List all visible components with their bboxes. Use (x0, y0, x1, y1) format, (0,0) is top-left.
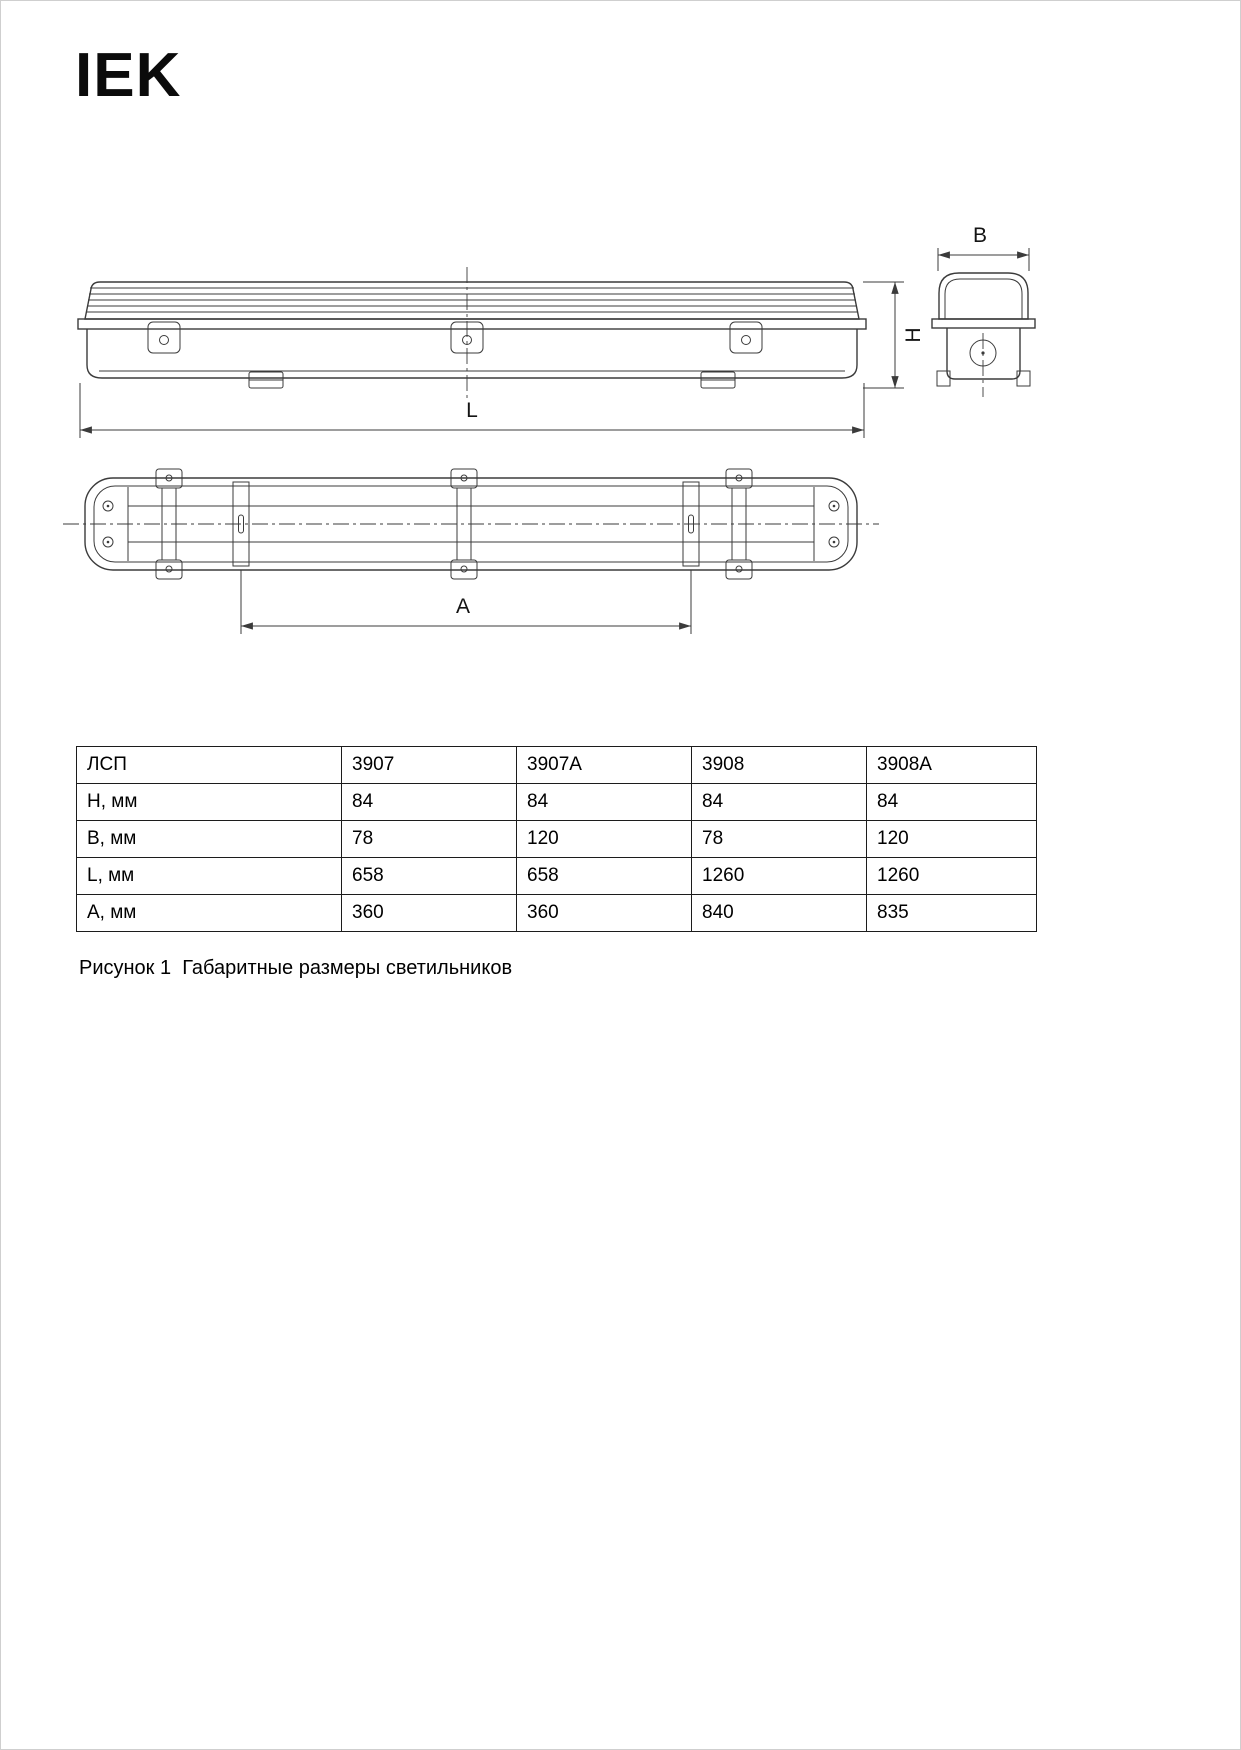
dim-label-A: A (456, 595, 470, 618)
table-cell: 835 (866, 894, 1037, 932)
table-cell: 84 (516, 783, 692, 821)
end-foot (1016, 370, 1031, 387)
end-view-drawing (931, 272, 1036, 397)
dim-label-L: L (466, 399, 478, 422)
side-clip (729, 321, 763, 354)
table-cell: 84 (341, 783, 517, 821)
dim-label-H: H (902, 327, 925, 342)
figure-drawing: B H L A (63, 224, 1036, 634)
table-cell: H, мм (76, 783, 342, 821)
table-cell: 3908 (691, 746, 867, 784)
plan-view-drawing (63, 468, 879, 580)
table-cell: 120 (516, 820, 692, 858)
side-clip (147, 321, 181, 354)
table-cell: 78 (341, 820, 517, 858)
side-flange (77, 318, 867, 330)
table-cell: 84 (866, 783, 1037, 821)
table-cell: 3907 (341, 746, 517, 784)
end-flange (931, 318, 1036, 329)
dim-label-B: B (973, 224, 987, 247)
table-cell: 78 (691, 820, 867, 858)
table-row: B, мм 78 120 78 120 (76, 820, 1037, 858)
table-cell: 3908A (866, 746, 1037, 784)
plan-clip-band (725, 468, 753, 580)
end-body-outline (946, 328, 1021, 380)
side-latch (248, 371, 284, 389)
side-cover-outline (84, 281, 860, 320)
side-body-outline (86, 329, 858, 379)
side-view-drawing (77, 267, 867, 399)
table-cell: 658 (516, 857, 692, 895)
figure-caption: Рисунок 1 Габаритные размеры светильнико… (79, 957, 513, 979)
table-cell: 840 (691, 894, 867, 932)
table-row: L, мм 658 658 1260 1260 (76, 857, 1037, 895)
iek-logo: IEK (75, 41, 182, 110)
table-cell: 1260 (866, 857, 1037, 895)
table-cell: A, мм (76, 894, 342, 932)
table-cell: 658 (341, 857, 517, 895)
plan-screws (102, 500, 840, 548)
table-cell: ЛСП (76, 746, 342, 784)
end-cover-outline (938, 272, 1029, 320)
table-cell: 360 (516, 894, 692, 932)
table-cell: 360 (341, 894, 517, 932)
dimension-lines: B H L A (79, 224, 1030, 634)
table-cell: L, мм (76, 857, 342, 895)
table-row: H, мм 84 84 84 84 (76, 783, 1037, 821)
table-row: A, мм 360 360 840 835 (76, 894, 1037, 932)
table-cell: 120 (866, 820, 1037, 858)
end-foot (936, 370, 951, 387)
table-cell: B, мм (76, 820, 342, 858)
table-row: ЛСП 3907 3907A 3908 3908A (76, 746, 1037, 784)
table-cell: 3907A (516, 746, 692, 784)
table-cell: 84 (691, 783, 867, 821)
table-cell: 1260 (691, 857, 867, 895)
side-latch (700, 371, 736, 389)
dimensions-table: ЛСП 3907 3907A 3908 3908A H, мм 84 84 84… (76, 746, 1037, 932)
